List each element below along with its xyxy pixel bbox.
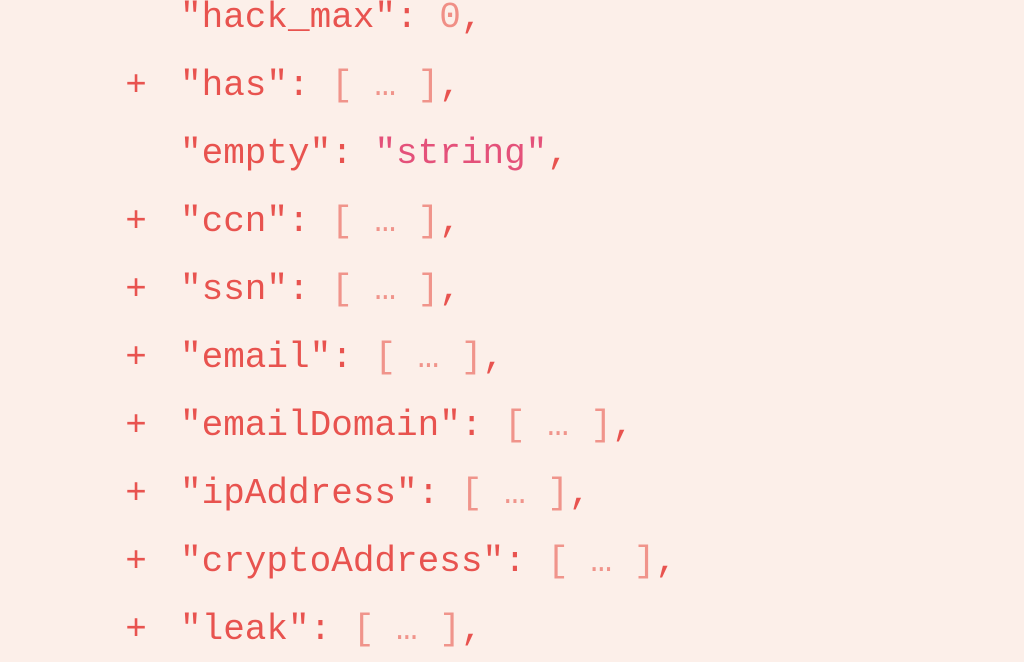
json-key: "ipAddress" bbox=[180, 473, 418, 514]
json-comma: , bbox=[568, 473, 591, 514]
json-key: "emailDomain" bbox=[180, 405, 461, 446]
expand-toggle[interactable]: + bbox=[125, 269, 147, 310]
json-comma: , bbox=[612, 405, 634, 446]
json-separator: : bbox=[288, 65, 332, 106]
json-line-ip-address: + "ipAddress": [ … ], bbox=[0, 460, 1024, 528]
json-line-ccn: + "ccn": [ … ], bbox=[0, 188, 1024, 256]
expand-toggle[interactable]: + bbox=[125, 405, 147, 446]
json-line-has: + "has": [ … ], bbox=[0, 52, 1024, 120]
json-comma: , bbox=[439, 269, 461, 310]
json-separator: : bbox=[309, 609, 353, 650]
collapsed-array[interactable]: [ … ] bbox=[331, 65, 440, 106]
json-separator: : bbox=[331, 133, 375, 174]
collapsed-array[interactable]: [ … ] bbox=[374, 337, 483, 378]
expand-toggle[interactable]: + bbox=[125, 337, 147, 378]
collapsed-array[interactable]: [ … ] bbox=[331, 269, 440, 310]
json-line-empty: "empty": "string", bbox=[0, 120, 1024, 188]
collapsed-array[interactable]: [ … ] bbox=[331, 201, 440, 242]
json-comma: , bbox=[460, 0, 483, 38]
json-line-hack-max: "hack_max": 0, bbox=[0, 0, 1024, 52]
json-separator: : bbox=[288, 201, 332, 242]
json-separator: : bbox=[460, 405, 505, 446]
json-key: "email" bbox=[180, 337, 332, 378]
json-line-email: + "email": [ … ], bbox=[0, 324, 1024, 392]
json-comma: , bbox=[439, 65, 461, 106]
json-line-leak: + "leak": [ … ], bbox=[0, 596, 1024, 662]
json-comma: , bbox=[482, 337, 505, 378]
expand-toggle[interactable]: + bbox=[125, 473, 147, 514]
json-separator: : bbox=[331, 337, 375, 378]
collapsed-array[interactable]: [ … ] bbox=[547, 541, 656, 582]
json-key: "hack_max" bbox=[180, 0, 397, 38]
json-number-value: 0 bbox=[439, 0, 461, 38]
json-comma: , bbox=[460, 609, 483, 650]
expand-toggle[interactable]: + bbox=[125, 65, 147, 106]
json-comma: , bbox=[439, 201, 461, 242]
json-comma: , bbox=[547, 133, 569, 174]
json-line-email-domain: + "emailDomain": [ … ], bbox=[0, 392, 1024, 460]
collapsed-array[interactable]: [ … ] bbox=[352, 609, 461, 650]
json-string-value: "string" bbox=[374, 133, 548, 174]
expand-toggle[interactable]: + bbox=[125, 541, 147, 582]
json-key: "has" bbox=[180, 65, 289, 106]
json-key: "ssn" bbox=[180, 269, 289, 310]
json-key: "empty" bbox=[180, 133, 332, 174]
json-separator: : bbox=[417, 473, 461, 514]
json-line-ssn: + "ssn": [ … ], bbox=[0, 256, 1024, 324]
json-line-crypto-address: + "cryptoAddress": [ … ], bbox=[0, 528, 1024, 596]
json-key: "leak" bbox=[180, 609, 310, 650]
json-key: "ccn" bbox=[180, 201, 289, 242]
json-separator: : bbox=[288, 269, 332, 310]
json-separator: : bbox=[396, 0, 440, 38]
expand-toggle[interactable]: + bbox=[125, 201, 147, 242]
expand-toggle[interactable]: + bbox=[125, 609, 147, 650]
json-separator: : bbox=[504, 541, 548, 582]
json-key: "cryptoAddress" bbox=[180, 541, 505, 582]
collapsed-array[interactable]: [ … ] bbox=[460, 473, 569, 514]
json-comma: , bbox=[655, 541, 677, 582]
collapsed-array[interactable]: [ … ] bbox=[504, 405, 613, 446]
